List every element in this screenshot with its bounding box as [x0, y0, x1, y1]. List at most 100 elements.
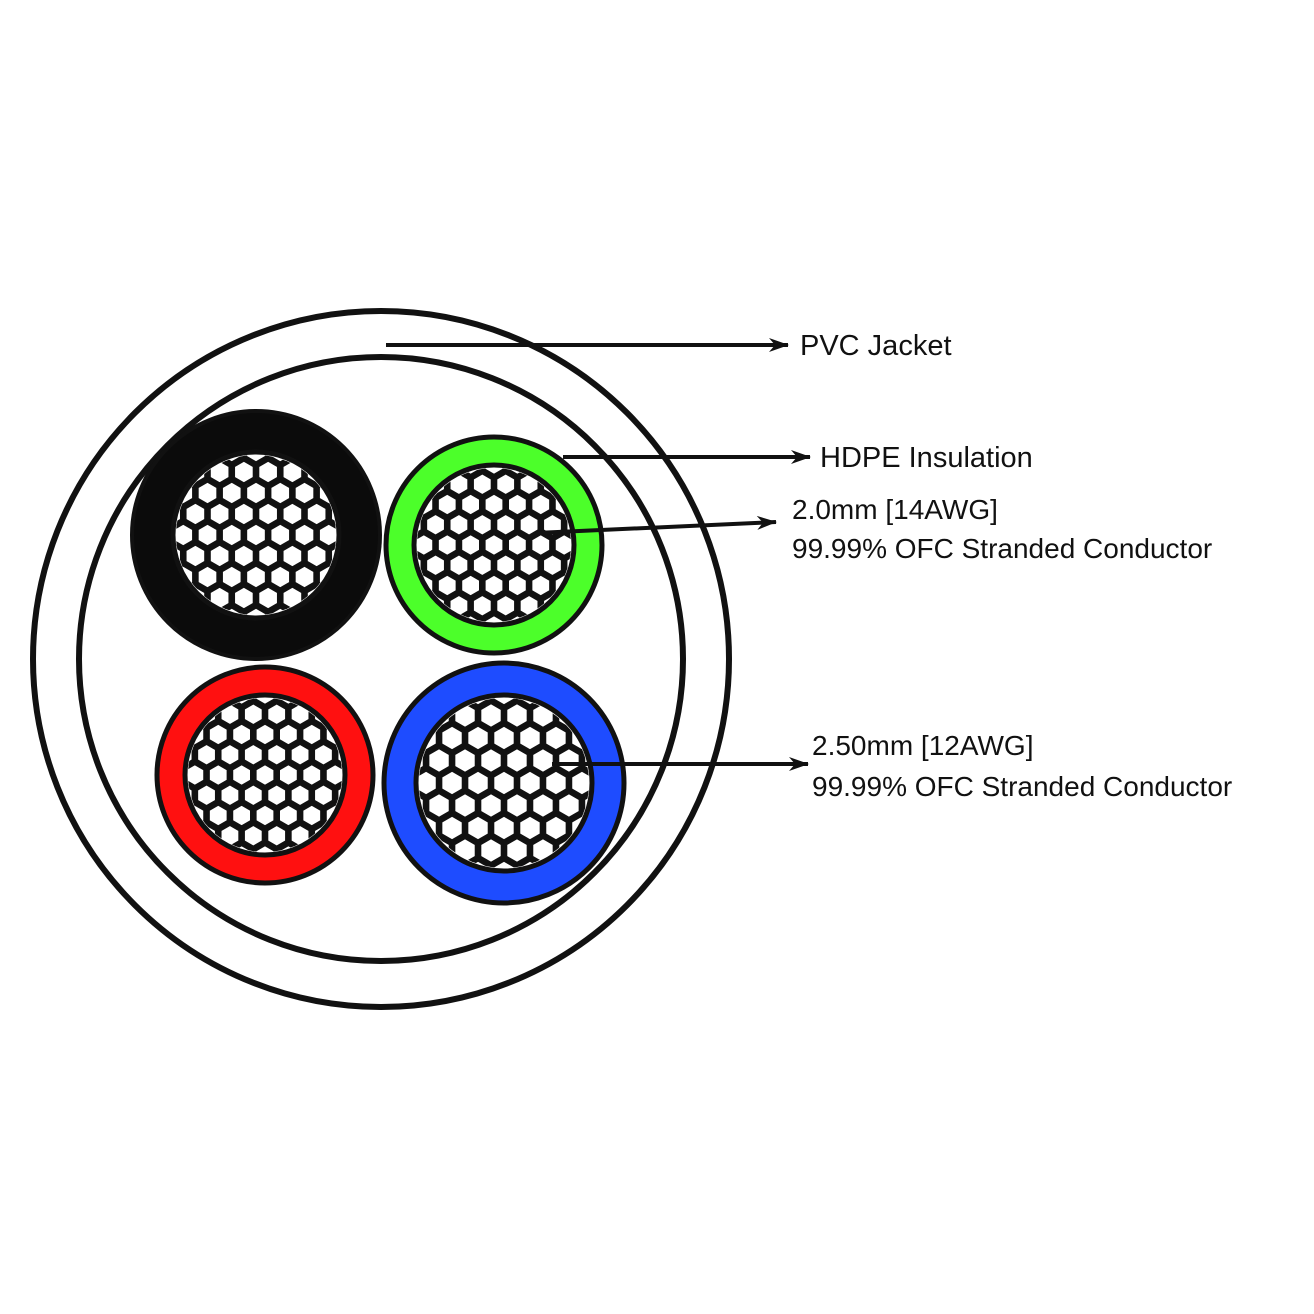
conductor-small-desc-label: 99.99% OFC Stranded Conductor	[792, 533, 1212, 564]
strand	[438, 812, 466, 844]
strand	[291, 478, 318, 508]
strand	[458, 571, 484, 600]
strand	[303, 541, 330, 571]
strand	[555, 744, 583, 777]
strand	[516, 767, 544, 799]
conductor-large-size-label: 2.50mm [12AWG]	[812, 730, 1033, 761]
strand	[503, 834, 531, 867]
strand	[275, 801, 301, 830]
strand	[425, 744, 453, 777]
strand	[252, 720, 278, 749]
strand	[240, 699, 266, 729]
strand	[477, 789, 505, 822]
strand	[231, 583, 257, 613]
strand	[503, 699, 531, 732]
strand	[469, 550, 495, 580]
strand	[458, 490, 484, 519]
strand	[217, 780, 243, 810]
strand	[287, 740, 313, 770]
strand	[267, 562, 294, 592]
strand	[176, 520, 197, 550]
strand	[503, 789, 531, 822]
strand	[464, 722, 492, 754]
strand	[291, 520, 318, 550]
strand	[243, 604, 269, 615]
strand	[311, 780, 336, 810]
strand	[217, 740, 243, 770]
strand	[243, 520, 269, 550]
strand	[529, 744, 557, 777]
strand	[275, 760, 301, 790]
strand	[299, 720, 325, 749]
strand	[434, 490, 460, 519]
strand	[255, 457, 281, 487]
strand	[252, 760, 278, 790]
strand	[423, 550, 448, 580]
strand	[490, 698, 518, 709]
strand	[231, 499, 257, 529]
strand	[303, 499, 330, 529]
strand	[493, 510, 519, 540]
red-core-strands	[188, 698, 342, 852]
strand	[581, 744, 589, 777]
strand	[267, 520, 294, 550]
strand	[231, 541, 257, 571]
conductor-small-arrow	[535, 515, 777, 535]
strand	[503, 744, 531, 777]
strand	[434, 530, 460, 560]
strand	[493, 550, 519, 580]
strand	[504, 490, 530, 519]
strand	[255, 541, 281, 571]
strand	[423, 510, 448, 540]
strand	[231, 457, 257, 487]
strand	[469, 591, 495, 621]
strand	[255, 583, 281, 613]
strand	[542, 812, 570, 844]
strand	[542, 767, 570, 799]
strand	[477, 744, 505, 777]
strand	[516, 550, 542, 580]
strand	[252, 698, 278, 709]
strand	[481, 530, 507, 560]
strand	[493, 591, 519, 621]
strand	[206, 499, 233, 529]
strand	[516, 722, 544, 754]
strand	[311, 740, 336, 770]
strand	[469, 469, 495, 499]
strand	[218, 562, 245, 592]
strand	[542, 722, 570, 754]
strand	[291, 562, 318, 592]
strand	[229, 801, 255, 830]
strand	[516, 510, 542, 540]
strand	[188, 760, 208, 790]
strand	[446, 510, 472, 540]
strand	[243, 562, 269, 592]
strand	[240, 740, 266, 770]
strand	[581, 789, 589, 822]
strand	[315, 520, 336, 550]
strand	[322, 760, 342, 790]
strand	[287, 780, 313, 810]
strand	[264, 821, 290, 851]
strand	[419, 767, 440, 799]
strand	[451, 789, 479, 822]
strand	[493, 469, 519, 499]
strand	[551, 530, 571, 560]
strand	[218, 478, 245, 508]
strand	[243, 455, 269, 466]
strand	[555, 789, 583, 822]
strand	[205, 720, 231, 749]
black-core	[130, 409, 382, 661]
strand	[240, 821, 266, 851]
strand	[264, 740, 290, 770]
strand	[481, 571, 507, 600]
strand	[194, 478, 221, 508]
strand	[255, 499, 281, 529]
strand	[279, 541, 306, 571]
strand	[528, 490, 554, 519]
strand	[417, 530, 437, 560]
strand	[275, 720, 301, 749]
strand	[279, 499, 306, 529]
strand	[299, 801, 325, 830]
